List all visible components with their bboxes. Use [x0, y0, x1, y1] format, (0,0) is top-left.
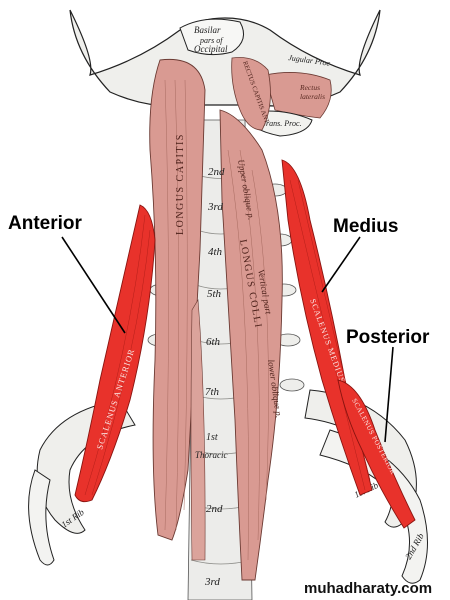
thoracic-2-text: 2nd — [206, 503, 223, 515]
scalenus-posterior-muscle — [337, 379, 416, 529]
vertebra-6-text: 6th — [206, 336, 221, 348]
rib-lower-left — [28, 469, 55, 566]
lateralis-text: lateralis — [300, 92, 325, 101]
medius-leader-line — [321, 236, 361, 293]
scalenus-anterior-muscle — [74, 204, 156, 503]
rectus-text: Rectus — [299, 83, 320, 92]
longus-capitis-muscle — [149, 58, 206, 541]
vertebra-4-text: 4th — [208, 246, 223, 258]
medius-label: Medius — [333, 216, 399, 237]
thoracic-1-text: 1st — [206, 432, 218, 443]
thoracic-3-text: 3rd — [204, 576, 220, 588]
longus-colli-fibers — [227, 149, 269, 561]
anterior-label: Anterior — [8, 213, 82, 234]
longus-capitis-text: LONGUS CAPITIS — [175, 133, 186, 235]
posterior-label: Posterior — [346, 327, 430, 348]
vertebra-7-text: 7th — [205, 386, 220, 398]
watermark-text: muhadharaty.com — [304, 580, 433, 597]
longus-capitis-fibers — [164, 79, 188, 531]
first-rib-left — [36, 399, 136, 534]
occipital-text: Occipital — [194, 44, 228, 54]
posterior-leader-line — [384, 346, 394, 443]
trans-proc-text: Trans. Proc. — [262, 119, 302, 128]
vertebra-2-text: 2nd — [208, 166, 225, 178]
vertebra-5-text: 5th — [207, 288, 222, 300]
vertebra-3-text: 3rd — [207, 201, 223, 213]
rectus-capitis-anterior-muscle — [231, 57, 271, 131]
longus-colli-left-lower-muscle — [190, 299, 206, 561]
scalenus-anterior-fibers — [84, 214, 151, 496]
basilar-text: Basilar — [194, 25, 221, 35]
pars-of-text: pars of — [199, 36, 224, 45]
basilar-process — [179, 18, 245, 56]
longus-colli-muscle — [219, 109, 283, 581]
thoracic-text: Thoracic — [195, 450, 228, 460]
anterior-leader-line — [61, 236, 126, 334]
